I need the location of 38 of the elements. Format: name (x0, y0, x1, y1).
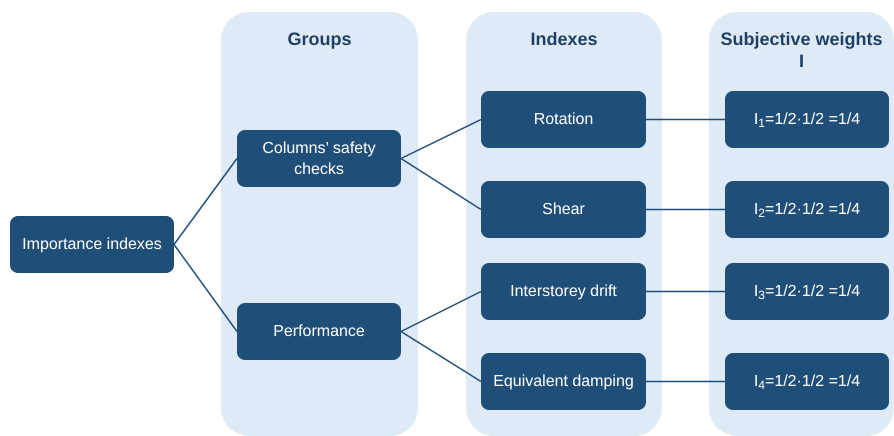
box-label: Performance (273, 322, 365, 342)
box-label: Rotation (534, 110, 594, 130)
process-box (725, 91, 889, 148)
box-label: Importance indexes (22, 235, 162, 255)
box-label: I$_{1}$=1/2·1/2 =1/4 (754, 110, 860, 130)
box-label: Equivalent damping (493, 372, 634, 392)
connector-line (400, 158, 482, 210)
process-box (481, 353, 646, 410)
connector-line (400, 118, 482, 160)
box-label: Interstorey drift (510, 282, 617, 302)
connector-line (400, 330, 482, 382)
column-heading: Subjective weights I (719, 28, 884, 72)
connector-line (173, 158, 238, 245)
process-box (237, 303, 401, 360)
process-box (481, 91, 646, 148)
box-label: Shear (542, 200, 585, 220)
connector-line (173, 244, 238, 332)
box-label: I$_{4}$=1/2·1/2 =1/4 (754, 372, 860, 392)
column-panel (709, 12, 894, 436)
column-panel (221, 12, 418, 436)
process-box (481, 263, 646, 320)
column-heading: Groups (286, 28, 352, 50)
process-box (10, 216, 174, 273)
box-label: I$_{2}$=1/2·1/2 =1/4 (754, 200, 860, 220)
column-heading: Indexes (529, 28, 599, 50)
connector-line (646, 380, 725, 382)
box-label: Columns’ safety checks (261, 138, 377, 180)
process-box (481, 181, 646, 238)
connector-line (646, 290, 725, 292)
connector-line (646, 118, 725, 120)
connector-line (400, 290, 482, 332)
process-box (237, 130, 401, 187)
process-box (725, 181, 889, 238)
process-box (725, 263, 889, 320)
box-label: I$_{3}$=1/2·1/2 =1/4 (754, 282, 860, 302)
process-box (725, 353, 889, 410)
connector-line (646, 208, 725, 210)
column-panel (466, 12, 662, 436)
